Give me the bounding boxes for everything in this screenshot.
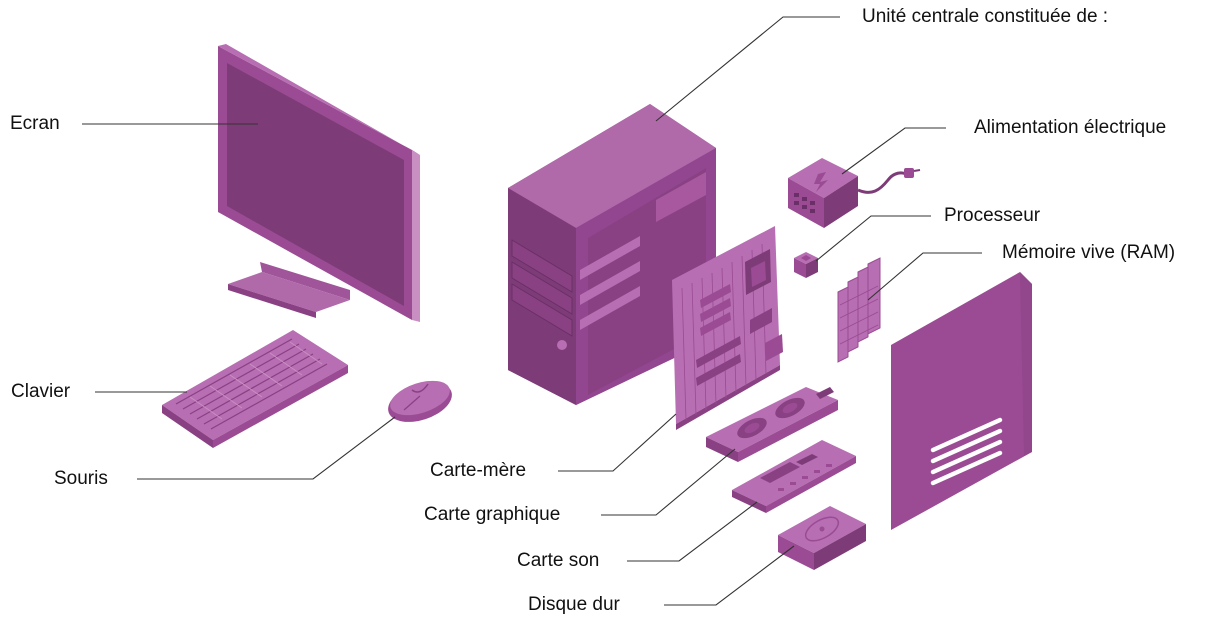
- label-souris: Souris: [54, 468, 108, 490]
- leader-carte-graphique: [601, 449, 735, 515]
- processor-illustration: [794, 252, 818, 278]
- leader-alimentation: [842, 128, 946, 174]
- leader-carte-mere: [558, 414, 676, 471]
- label-ecran: Ecran: [10, 113, 60, 135]
- keyboard-illustration: [162, 330, 348, 448]
- hard-drive-illustration: [778, 506, 866, 570]
- leader-souris: [137, 417, 395, 479]
- ram-illustration: [838, 258, 880, 362]
- leader-processeur: [816, 216, 931, 261]
- leader-memoire: [868, 253, 982, 300]
- label-carte-son: Carte son: [517, 550, 599, 572]
- mouse-illustration: [383, 374, 457, 429]
- label-memoire: Mémoire vive (RAM): [1002, 242, 1175, 264]
- leader-disque-dur: [664, 546, 794, 605]
- label-carte-graphique: Carte graphique: [424, 504, 560, 526]
- leader-carte-son: [627, 502, 757, 561]
- side-panel-illustration: [891, 272, 1032, 530]
- label-processeur: Processeur: [944, 205, 1040, 227]
- label-clavier: Clavier: [11, 381, 70, 403]
- label-alimentation: Alimentation électrique: [974, 117, 1166, 139]
- label-disque-dur: Disque dur: [528, 594, 620, 616]
- label-carte-mere: Carte-mère: [430, 460, 526, 482]
- monitor-illustration: [218, 44, 420, 322]
- power-supply-illustration: [788, 158, 920, 228]
- label-unite-centrale: Unité centrale constituée de :: [862, 6, 1108, 28]
- leader-unite-centrale: [656, 17, 840, 121]
